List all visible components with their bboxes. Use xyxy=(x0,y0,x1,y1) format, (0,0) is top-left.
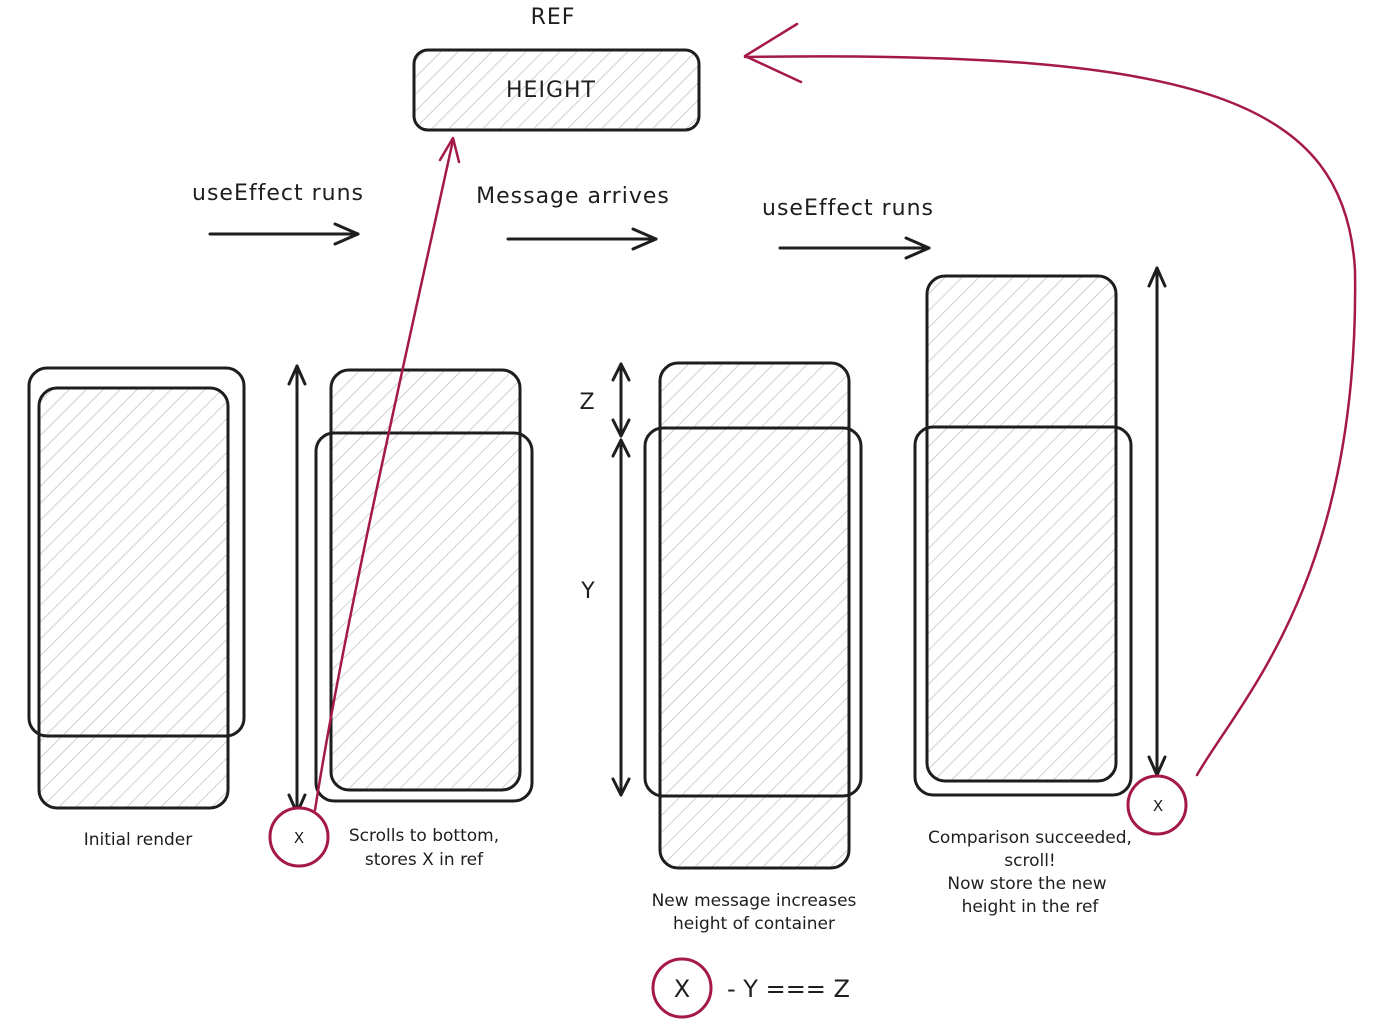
caption-comparison-line4: height in the ref xyxy=(962,897,1100,917)
x-marker-new-height xyxy=(1126,774,1188,836)
x-marker-scroll-label: X xyxy=(294,829,304,847)
step3-arrow xyxy=(778,236,931,260)
y-dimension-label: Y xyxy=(580,579,595,604)
new-height-arrow xyxy=(1147,266,1167,777)
scrolled-content xyxy=(329,368,522,792)
step2-label: Message arrives xyxy=(476,184,670,209)
x-marker-new-height-label: X xyxy=(1153,797,1163,815)
x-marker-scroll xyxy=(268,806,330,868)
stage-new-message: Z Y xyxy=(579,361,863,870)
formula-rest: - Y === Z xyxy=(727,975,850,1003)
caption-comparison-line3: Now store the new xyxy=(947,874,1106,894)
caption-new-message-line1: New message increases xyxy=(652,891,857,911)
stage-initial-render xyxy=(27,366,246,810)
caption-initial-render: Initial render xyxy=(84,830,193,850)
step2-arrow xyxy=(506,227,658,251)
formula-x: X xyxy=(674,975,690,1003)
store-ref-arrow xyxy=(313,136,461,812)
stage-scrolled xyxy=(287,364,534,815)
caption-comparison-line1: Comparison succeeded, xyxy=(928,828,1132,848)
step1-arrow xyxy=(208,222,360,246)
initial-viewport xyxy=(27,366,246,738)
ref-height-box xyxy=(412,48,701,132)
caption-scrolls-line1: Scrolls to bottom, xyxy=(349,826,499,846)
ref-title: REF xyxy=(531,5,576,30)
formula-x-circle xyxy=(651,957,713,1019)
rescrolled-viewport xyxy=(913,425,1133,797)
scrolled-viewport xyxy=(314,431,534,803)
initial-content xyxy=(37,386,230,810)
rescrolled-content xyxy=(925,274,1118,783)
caption-comparison-line2: scroll! xyxy=(1004,851,1055,871)
step3-label: useEffect runs xyxy=(762,196,934,221)
z-dimension-arrow xyxy=(611,362,631,438)
ref-height-label: HEIGHT xyxy=(506,78,596,103)
formula: X - Y === Z xyxy=(651,957,850,1019)
z-dimension-label: Z xyxy=(579,390,594,415)
y-dimension-arrow xyxy=(611,438,631,797)
step1-label: useEffect runs xyxy=(192,181,364,206)
caption-new-message-line2: height of container xyxy=(673,914,835,934)
stage-rescrolled xyxy=(913,266,1167,797)
caption-scrolls-line2: stores X in ref xyxy=(365,850,484,870)
new-message-viewport xyxy=(643,426,863,798)
update-ref-arrow xyxy=(743,22,1357,777)
scroll-height-arrow xyxy=(287,364,307,815)
new-message-content xyxy=(658,361,851,870)
